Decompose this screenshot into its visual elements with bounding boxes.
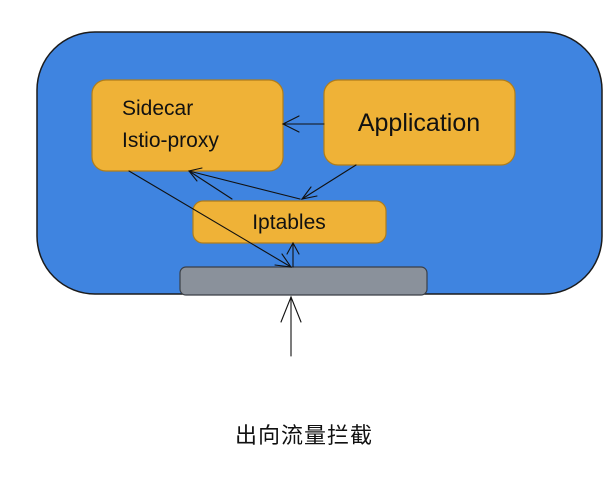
arrow-application-to-sidecar [281,115,325,133]
network-interface-bar [179,266,428,296]
sidecar-box [91,79,284,172]
iptables-box [192,200,387,244]
arrow-incoming-traffic [280,295,302,357]
iptables-node: Iptables [192,200,387,244]
sidecar-label-line2: Istio-proxy [122,129,219,152]
sidecar-label-line1: Sidecar [122,97,193,120]
application-node: Application [323,79,516,166]
diagram-caption: 出向流量拦截 [234,424,373,449]
arrow-iptables-to-sidecar [188,167,301,200]
arrow-sidecar-to-nic [128,170,293,268]
connectors [128,115,357,357]
arrow-application-to-iptables [300,164,357,200]
sidecar-node: Sidecar Istio-proxy [91,79,284,172]
application-label: Application [358,109,480,137]
arrow-nic-to-iptables [286,241,300,268]
application-box [323,79,516,166]
iptables-label: Iptables [252,211,326,234]
